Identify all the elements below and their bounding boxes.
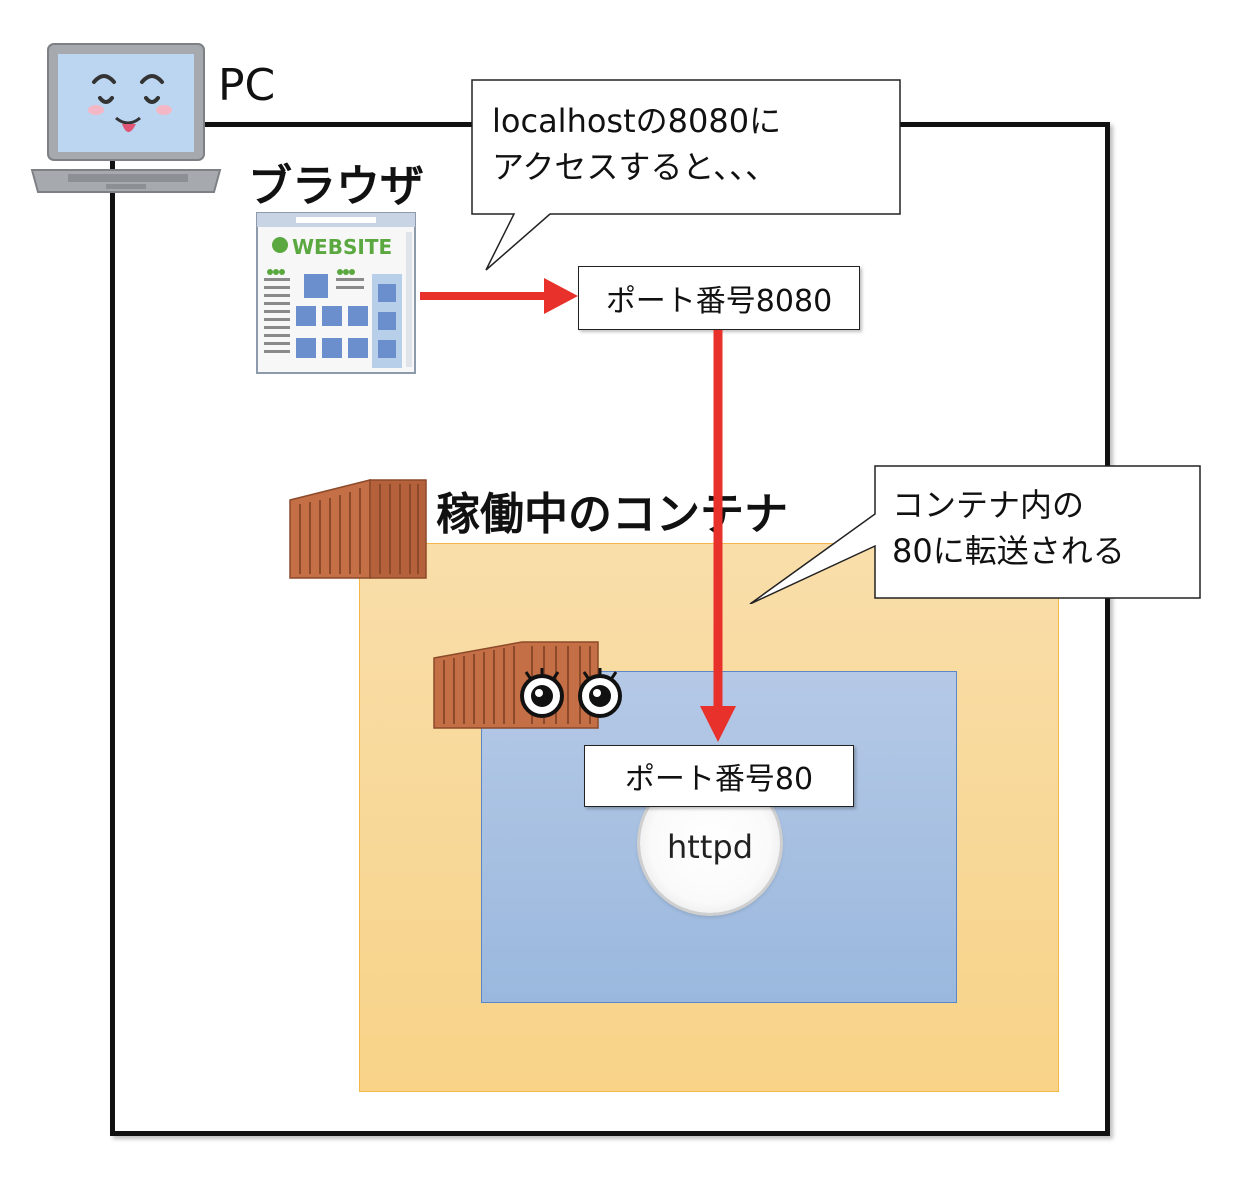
localhost-callout (471, 79, 901, 271)
container-port-box: ポート番号80 (584, 745, 854, 807)
running-container-label: 稼働中のコンテナ (436, 489, 788, 540)
browser-label: ブラウザ (248, 161, 424, 212)
website-window-icon: WEBSITE (256, 212, 416, 374)
host-port-box: ポート番号8080 (578, 266, 860, 330)
website-text: WEBSITE (292, 235, 392, 259)
shipping-container-icon (289, 479, 427, 579)
laptop-icon (30, 43, 222, 193)
container-with-eyes-icon (433, 641, 622, 729)
pc-label: PC (218, 60, 276, 111)
eye-icon-left (520, 668, 564, 718)
localhost-callout-text: localhostの8080に アクセスすると、、、 (492, 102, 782, 186)
forward-callout-text: コンテナ内の 80に転送される (892, 486, 1125, 570)
forward-callout (749, 465, 1201, 604)
eye-icon-right (578, 668, 622, 718)
httpd-label: httpd (667, 828, 753, 866)
